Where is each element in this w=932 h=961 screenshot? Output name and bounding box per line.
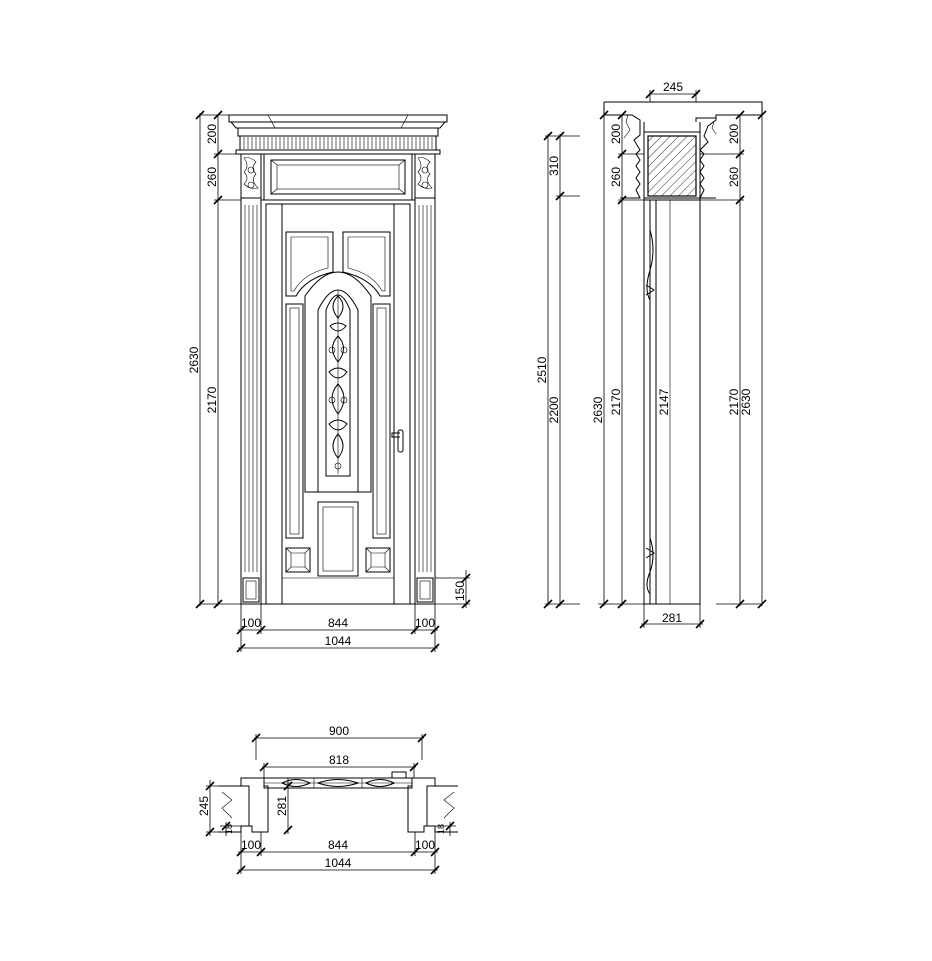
dim-260: 260 <box>205 167 219 187</box>
left-capital <box>240 153 262 199</box>
dim-100-right: 100 <box>415 616 435 630</box>
glass-insert <box>325 294 351 477</box>
dim-844: 844 <box>328 616 348 630</box>
transom-panel <box>263 153 413 201</box>
door-handle <box>391 429 404 453</box>
dim-2170-left: 2170 <box>609 388 623 415</box>
dim-100-left: 100 <box>241 616 261 630</box>
dim-2630: 2630 <box>187 346 201 373</box>
side-section <box>603 101 763 605</box>
dentil-band <box>239 135 437 151</box>
dim-200-right: 200 <box>727 124 741 144</box>
plan-dimensions: 900 818 245 281 18 18 100 <box>197 724 456 875</box>
cornice <box>228 114 448 155</box>
dim-1044: 1044 <box>325 634 352 648</box>
dim-200-left: 200 <box>609 124 623 144</box>
plan-dim-245: 245 <box>197 796 211 816</box>
door-leaf <box>281 203 395 605</box>
front-elevation <box>228 114 448 605</box>
dim-2147: 2147 <box>657 388 671 415</box>
plan-dim-281: 281 <box>275 796 289 816</box>
plan-dim-18-right: 18 <box>436 824 446 834</box>
front-dimensions: 2630 200 260 2170 150 100 844 100 1044 <box>187 110 471 653</box>
side-dimensions: 245 2510 310 2200 2630 200 260 2170 2147 <box>535 80 767 629</box>
plan-door-leaf <box>263 777 413 789</box>
dim-260-right: 260 <box>727 167 741 187</box>
dim-2630-left: 2630 <box>591 396 605 423</box>
plan-dim-900: 900 <box>329 724 349 738</box>
dim-260-left: 260 <box>609 167 623 187</box>
dim-200: 200 <box>205 124 219 144</box>
dim-2170-right: 2170 <box>727 388 741 415</box>
plan-section <box>218 771 458 833</box>
leaf-profile <box>645 229 655 595</box>
dim-281-bottom: 281 <box>662 611 682 625</box>
wrought-iron-ornament <box>328 290 348 474</box>
dim-2170: 2170 <box>205 386 219 413</box>
plan-dim-100-right: 100 <box>415 838 435 852</box>
right-capital <box>414 153 436 199</box>
plan-dim-18-left: 18 <box>224 824 234 834</box>
left-pilaster <box>240 197 262 605</box>
right-pilaster <box>414 197 436 605</box>
dim-245-top: 245 <box>663 80 683 94</box>
dim-2510: 2510 <box>535 356 549 383</box>
plan-dim-1044: 1044 <box>325 856 352 870</box>
plan-dim-100-left: 100 <box>241 838 261 852</box>
plan-dim-844: 844 <box>328 838 348 852</box>
dim-2630-right: 2630 <box>739 388 753 415</box>
header-section-hatched <box>647 135 697 197</box>
dim-310: 310 <box>547 156 561 176</box>
dim-150: 150 <box>453 581 467 601</box>
plan-dim-818: 818 <box>329 753 349 767</box>
dim-2200: 2200 <box>547 396 561 423</box>
